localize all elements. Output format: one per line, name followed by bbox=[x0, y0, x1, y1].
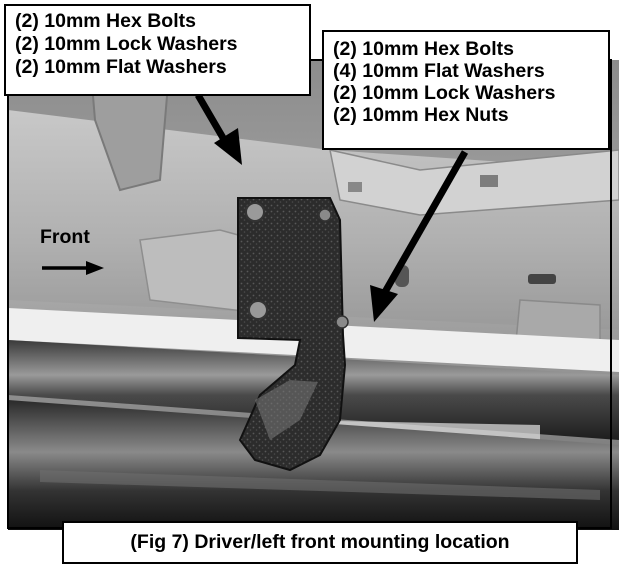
callout-right-line: (4) 10mm Flat Washers bbox=[333, 60, 545, 82]
arrow-front-icon bbox=[42, 261, 104, 275]
callout-right-hardware: (2) 10mm Hex Bolts (4) 10mm Flat Washers… bbox=[322, 30, 610, 150]
front-direction-label: Front bbox=[40, 226, 90, 248]
frame-slot bbox=[528, 274, 556, 284]
callout-right-line: (2) 10mm Lock Washers bbox=[333, 82, 556, 104]
hex-bolt-icon bbox=[245, 202, 265, 222]
callout-right-line: (2) 10mm Hex Bolts bbox=[333, 38, 514, 60]
hex-nut-icon bbox=[335, 315, 349, 329]
bracket-glint bbox=[255, 380, 318, 440]
callout-left-hardware: (2) 10mm Hex Bolts (2) 10mm Lock Washers… bbox=[4, 4, 311, 96]
arrow-left-callout bbox=[194, 93, 242, 165]
mounting-bracket bbox=[237, 197, 347, 472]
callout-left-line: (2) 10mm Lock Washers bbox=[15, 33, 238, 55]
frame-clip bbox=[348, 182, 362, 192]
hex-bolt-icon bbox=[248, 300, 268, 320]
figure-caption: (Fig 7) Driver/left front mounting locat… bbox=[62, 521, 578, 564]
callout-left-line: (2) 10mm Hex Bolts bbox=[15, 10, 196, 32]
callout-right-line: (2) 10mm Hex Nuts bbox=[333, 104, 509, 126]
hex-nut-icon bbox=[318, 208, 332, 222]
frame-clip bbox=[480, 175, 498, 187]
callout-left-line: (2) 10mm Flat Washers bbox=[15, 56, 227, 78]
tube-lower-sheen bbox=[40, 470, 600, 500]
tube-lower bbox=[8, 400, 619, 530]
frame-rail bbox=[329, 149, 619, 216]
arrow-right-callout bbox=[370, 150, 469, 322]
